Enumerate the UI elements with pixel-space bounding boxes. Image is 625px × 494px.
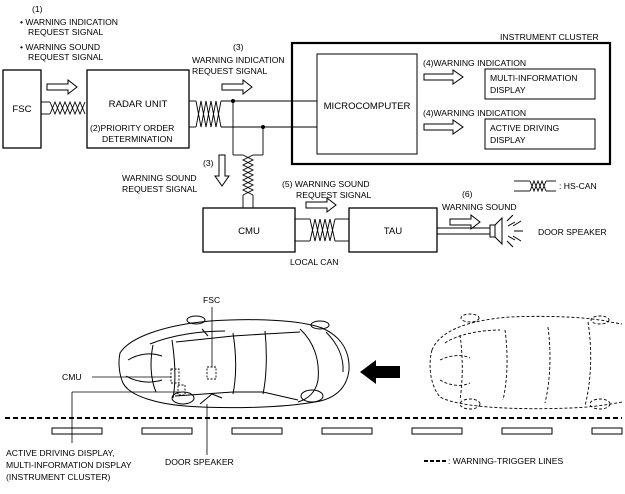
arrow-fsc-to-radar [46, 78, 78, 96]
active-driving-display-box [484, 118, 596, 150]
warning-sound-label: WARNING SOUND [442, 202, 517, 212]
warning-indication-request-label-2: REQUEST SIGNAL [28, 27, 104, 37]
fsc-box [2, 69, 42, 149]
car-illustration: FSC CMU ACTIVE DRIVING DISPLAY, MULTI-IN… [5, 295, 623, 482]
hs-can-fsc-radar [41, 100, 86, 116]
warning-sound-request-3-label-1: WARNING SOUND [122, 173, 197, 183]
warning-sound-request-3-label-2: REQUEST SIGNAL [122, 184, 198, 194]
step-3-top-number: (3) [233, 42, 244, 52]
instrument-cluster-box [290, 41, 612, 166]
step-4b-label: (4)WARNING INDICATION [423, 108, 526, 118]
mid-label-2: DISPLAY [490, 85, 526, 95]
microcomputer-box [316, 53, 418, 155]
warning-sound-request-label-1: • WARNING SOUND [20, 42, 100, 52]
arrow-cmu-to-tau [305, 196, 337, 214]
car-cluster-component [177, 384, 186, 396]
warning-indication-request-3-label-1: WARNING INDICATION [192, 55, 285, 65]
add-label-1: ACTIVE DRIVING [490, 123, 560, 133]
multi-information-display-box [484, 68, 596, 100]
priority-order-label-1: (2)PRIORITY ORDER [90, 123, 174, 133]
tau-box [348, 207, 438, 253]
arrow-radar-to-cluster [221, 78, 253, 96]
arrow-micro-to-add [423, 119, 464, 135]
following-vehicle [429, 313, 623, 410]
step-1-number: (1) [32, 4, 43, 14]
car-fsc-component [206, 366, 217, 380]
arrow-tau-to-speaker [449, 213, 481, 231]
step-3-left-number: (3) [203, 158, 214, 168]
approach-arrow [360, 360, 400, 384]
car-door-speaker-label: DOOR SPEAKER [165, 457, 234, 467]
cmu-box-label: CMU [238, 226, 260, 237]
radar-unit-box [86, 69, 190, 149]
warning-indication-request-3-label-2: REQUEST SIGNAL [192, 66, 268, 76]
hs-can-legend-symbol [514, 179, 556, 193]
step-4a-label: (4)WARNING INDICATION [423, 58, 526, 68]
hs-can-legend-label: : HS-CAN [559, 181, 597, 191]
instrument-cluster-label: INSTRUMENT CLUSTER [500, 32, 599, 42]
arrow-down-to-cmu [214, 154, 230, 187]
lane-markings [51, 427, 623, 435]
hs-can-radar-bus [189, 100, 317, 128]
add-label-2: DISPLAY [490, 135, 526, 145]
microcomputer-label: MICROCOMPUTER [324, 101, 411, 112]
fsc-box-label: FSC [12, 104, 31, 115]
car-active-display-label-3: (INSTRUMENT CLUSTER) [6, 472, 111, 482]
car-fsc-label: FSC [203, 295, 220, 305]
ego-vehicle [118, 315, 350, 409]
car-cmu-label: CMU [62, 372, 82, 382]
step-5-label-1: (5) WARNING SOUND [282, 179, 370, 189]
warning-indication-request-label-1: • WARNING INDICATION [20, 17, 118, 27]
tau-speaker-wire [437, 227, 490, 235]
arrow-micro-to-mid [423, 69, 464, 85]
tau-box-label: TAU [384, 226, 403, 237]
step-6-number: (6) [462, 189, 473, 199]
step-5-label-2: REQUEST SIGNAL [296, 190, 372, 200]
local-can-label: LOCAL CAN [290, 257, 338, 267]
warning-trigger-legend-label: : WARNING-TRIGGER LINES [448, 456, 563, 466]
block-diagram: (1) • WARNING INDICATION REQUEST SIGNAL … [2, 4, 612, 267]
car-active-display-label-1: ACTIVE DRIVING DISPLAY, [6, 448, 115, 458]
mid-label-1: MULTI-INFORMATION [490, 73, 578, 83]
local-can-cmu-tau [295, 218, 349, 242]
hs-can-bus-cmu [232, 101, 264, 208]
car-active-display-label-2: MULTI-INFORMATION DISPLAY [6, 460, 132, 470]
speaker-icon [489, 214, 523, 248]
door-speaker-top-label: DOOR SPEAKER [538, 227, 607, 237]
warning-sound-request-label-2: REQUEST SIGNAL [28, 52, 104, 62]
radar-unit-label: RADAR UNIT [109, 99, 168, 110]
priority-order-label-2: DETERMINATION [102, 134, 173, 144]
leader-lines [71, 307, 213, 455]
cmu-box [202, 207, 296, 253]
car-cmu-component [170, 368, 180, 384]
